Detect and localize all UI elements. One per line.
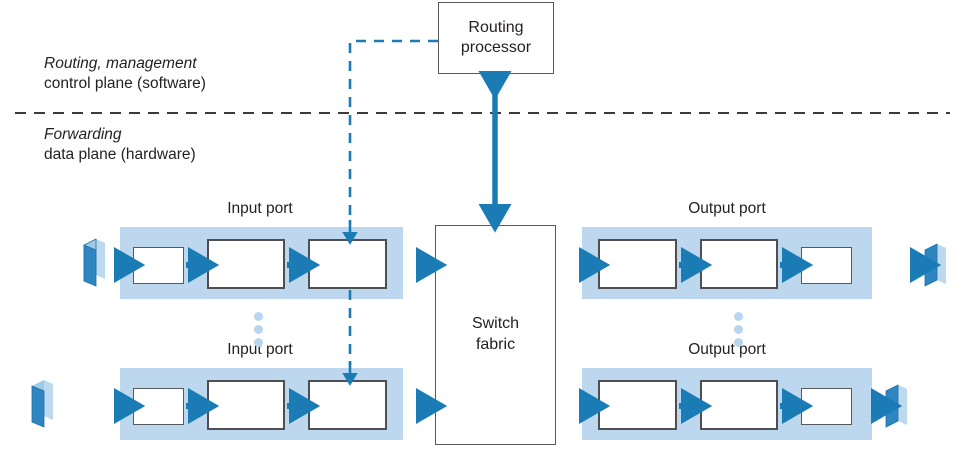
input-port-1-stage-3[interactable] — [308, 239, 387, 289]
data-plane-label: Forwarding data plane (hardware) — [44, 125, 196, 165]
input-port-2-stage-3[interactable] — [308, 380, 387, 430]
output-port-title-1: Output port — [688, 200, 766, 217]
routing-processor-line1: Routing — [468, 18, 524, 36]
control-plane-label: Routing, management control plane (softw… — [44, 54, 206, 94]
input-port-2-stage-2[interactable] — [207, 380, 285, 430]
routing-processor-box[interactable]: Routing processor — [438, 2, 554, 74]
line-termination-slab-output-1 — [924, 243, 946, 287]
output-port-2-stage-2[interactable] — [700, 380, 778, 430]
control-plane-detail: control plane (software) — [44, 74, 206, 92]
line-termination-slab-output-2 — [885, 384, 907, 428]
output-port-1-stage-1[interactable] — [598, 239, 677, 289]
switch-fabric-line1: Switch — [471, 315, 520, 333]
switch-fabric-line2: fabric — [475, 336, 516, 353]
input-port-1-stage-1[interactable] — [133, 247, 184, 284]
control-plane-emphasis: Routing, management — [44, 55, 197, 72]
input-port-1-stage-2[interactable] — [207, 239, 285, 289]
input-port-title-2: Input port — [227, 341, 293, 358]
output-port-2-stage-1[interactable] — [598, 380, 677, 430]
line-termination-slab-input-2 — [31, 380, 53, 428]
routing-processor-line2: processor — [460, 39, 532, 56]
output-port-title-2: Output port — [688, 341, 766, 358]
input-port-title-1: Input port — [227, 200, 293, 217]
output-port-1-stage-3[interactable] — [801, 247, 852, 284]
switch-fabric-box[interactable]: Switch fabric — [435, 225, 556, 445]
control-path-dashed — [348, 39, 438, 224]
data-plane-detail: data plane (hardware) — [44, 145, 196, 163]
data-plane-emphasis: Forwarding — [44, 126, 122, 143]
input-port-2-stage-1[interactable] — [133, 388, 184, 425]
line-termination-slab-input-1 — [83, 238, 105, 287]
output-port-2-stage-3[interactable] — [801, 388, 852, 425]
output-port-1-stage-2[interactable] — [700, 239, 778, 289]
